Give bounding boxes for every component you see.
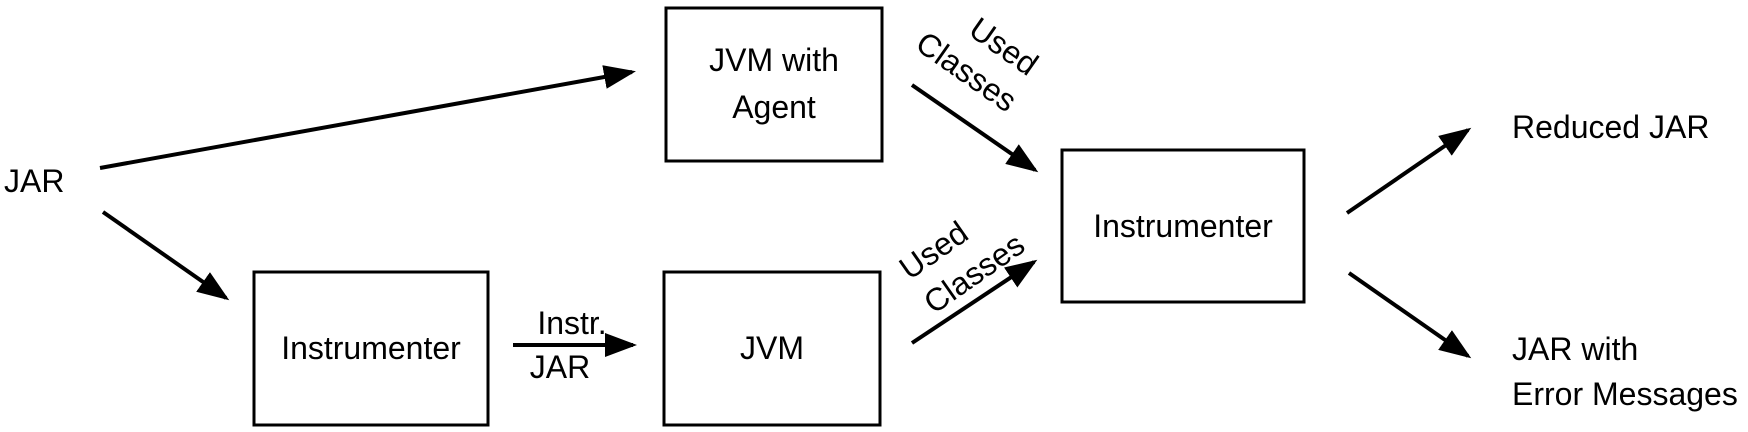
arrow-jar-to-jvm-agent bbox=[99, 65, 636, 170]
arrow-jvm-to-instrumenter bbox=[910, 259, 1038, 345]
arrow-instrumenter-to-jar-errors bbox=[1347, 271, 1472, 359]
instr-jar-label-line1: Instr. bbox=[537, 305, 606, 341]
jvm-label: JVM bbox=[740, 330, 804, 366]
jvm-with-agent-label-line2: Agent bbox=[732, 89, 816, 125]
instr-jar-label-line2: JAR bbox=[530, 349, 590, 385]
jvm-with-agent-label-line1: JVM with bbox=[709, 42, 839, 78]
arrow-instrumenter-to-reduced-jar bbox=[1345, 127, 1472, 215]
instrumenter-second-label: Instrumenter bbox=[1093, 208, 1273, 244]
jvm-with-agent-box bbox=[664, 6, 884, 163]
jvm-box bbox=[662, 270, 882, 427]
instrumenter-first-box bbox=[252, 270, 490, 427]
jar-with-errors-label-line2: Error Messages bbox=[1512, 376, 1738, 412]
reduced-jar-label: Reduced JAR bbox=[1512, 109, 1709, 145]
arrow-jvm-agent-to-instrumenter bbox=[910, 83, 1039, 173]
input-jar-label: JAR bbox=[4, 163, 64, 199]
instrumenter-second-box bbox=[1060, 148, 1306, 304]
instrumenter-first-label: Instrumenter bbox=[281, 330, 461, 366]
jar-with-errors-label-line1: JAR with bbox=[1512, 331, 1638, 367]
arrow-jar-to-instrumenter bbox=[101, 210, 230, 301]
